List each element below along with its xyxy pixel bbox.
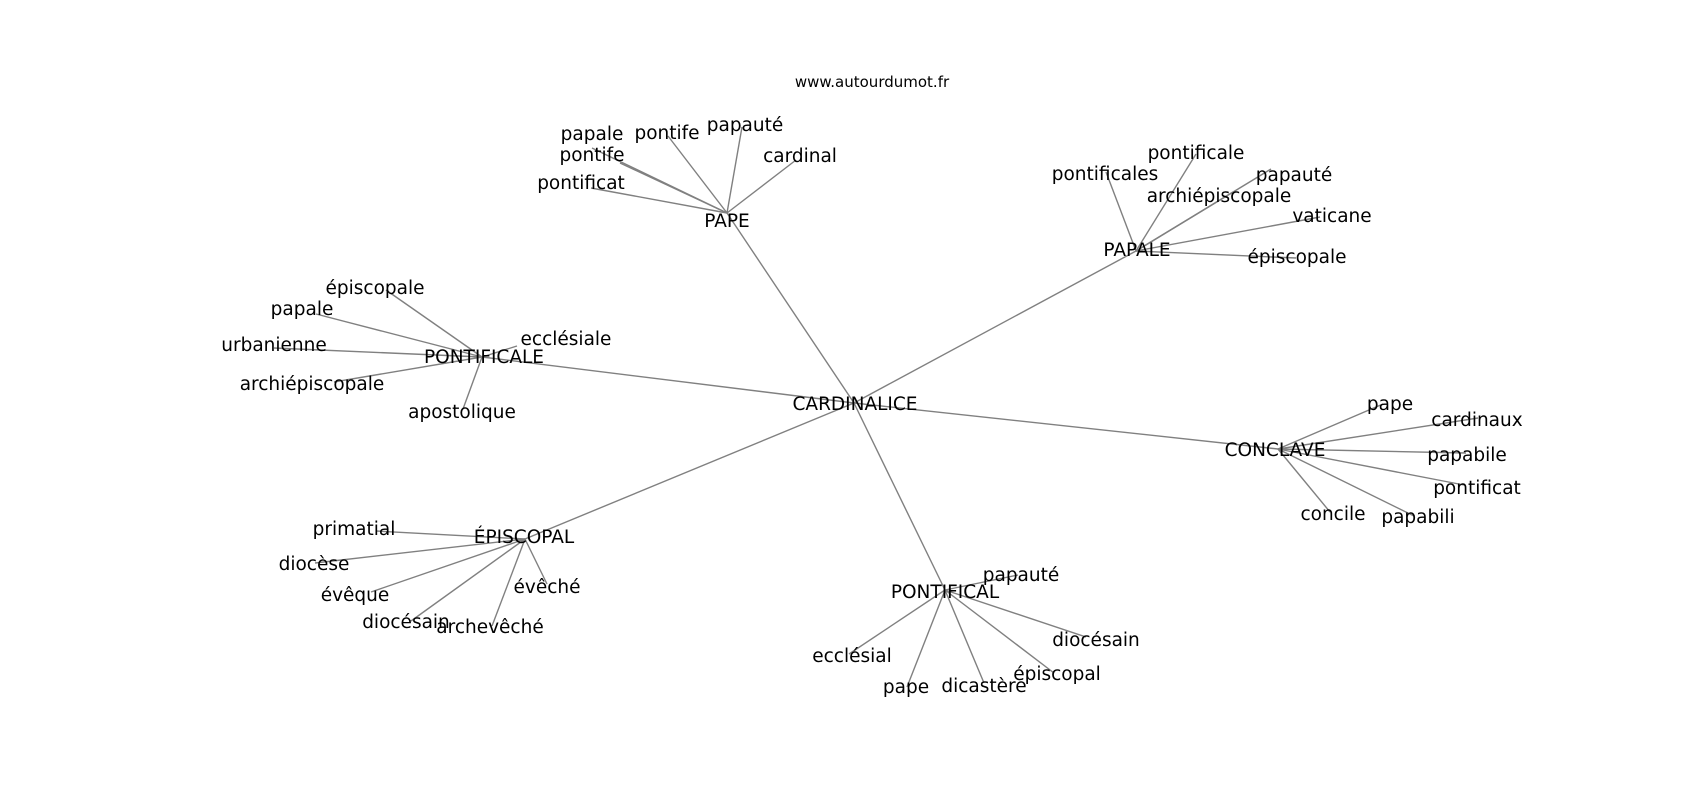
leaf-node-label[interactable]: pontife (559, 145, 624, 166)
leaf-node-label[interactable]: pape (1367, 394, 1413, 415)
leaf-node-label[interactable]: ecclésial (812, 646, 892, 667)
edge-pontificale-leaf (273, 347, 483, 358)
edge-papale-leaf (1135, 250, 1297, 259)
leaf-node-label[interactable]: papauté (707, 115, 784, 136)
leaf-node-label[interactable]: concile (1300, 504, 1365, 525)
leaf-node-label[interactable]: pontife (634, 123, 699, 144)
leaf-node-label[interactable]: épiscopale (1248, 247, 1347, 268)
edge-conclave-leaf (1277, 448, 1331, 513)
leaf-node-label[interactable]: épiscopal (1013, 664, 1101, 685)
leaf-node-label[interactable]: pape (883, 677, 929, 698)
edge-conclave-leaf (1277, 448, 1415, 517)
leaf-node-label[interactable]: vaticane (1292, 206, 1371, 227)
edge-episcopal-leaf (524, 538, 548, 585)
hub-node-pape[interactable]: PAPE (704, 211, 749, 232)
leaf-node-label[interactable]: pontificat (1433, 478, 1521, 499)
leaf-node-label[interactable]: pontificale (1148, 143, 1245, 164)
edge-pape-leaf (619, 162, 728, 214)
leaf-node-label[interactable]: cardinal (763, 146, 837, 167)
leaf-node-label[interactable]: diocésain (1052, 630, 1140, 651)
leaf-node-label[interactable]: papauté (983, 565, 1060, 586)
leaf-node-label[interactable]: archevêché (436, 617, 543, 638)
edge-center-episcopal (524, 402, 855, 540)
edge-pontifical-leaf (848, 589, 946, 655)
edge-pontificale-leaf (315, 313, 483, 358)
edge-episcopal-leaf (410, 538, 526, 622)
leaf-node-label[interactable]: diocésain (362, 612, 450, 633)
leaf-node-label[interactable]: papale (561, 124, 624, 145)
edge-pontifical-leaf (906, 589, 946, 688)
edge-center-pontifical (853, 402, 946, 591)
edge-papale-leaf (1135, 216, 1321, 252)
edge-episcopal-leaf (370, 538, 526, 593)
leaf-node-label[interactable]: dicastère (941, 676, 1026, 697)
edge-episcopal-leaf (491, 538, 526, 627)
leaf-node-label[interactable]: apostolique (408, 402, 516, 423)
edge-conclave-leaf (1277, 448, 1467, 454)
edge-conclave-leaf (1277, 403, 1384, 450)
site-url[interactable]: www.autourdumot.fr (795, 73, 950, 91)
leaf-node-label[interactable]: papauté (1256, 165, 1333, 186)
edge-episcopal-leaf (375, 530, 526, 540)
edge-center-pape (726, 212, 855, 404)
edge-pontifical-leaf (944, 589, 985, 684)
hub-node-papale[interactable]: PAPALE (1103, 240, 1170, 261)
edge-papale-leaf (1135, 191, 1234, 252)
edge-episcopal-leaf (314, 538, 526, 564)
hub-node-pontificale[interactable]: PONTIFICALE (424, 347, 544, 368)
edge-conclave-leaf (1277, 417, 1479, 450)
graph-edges (273, 126, 1479, 688)
leaf-node-label[interactable]: archiépiscopale (240, 374, 385, 395)
edge-papale-leaf (1105, 171, 1137, 252)
edge-pape-leaf (667, 135, 728, 214)
edge-pape-leaf (726, 126, 743, 214)
edge-pape-leaf (590, 187, 728, 214)
leaf-node-label[interactable]: papabili (1381, 507, 1454, 528)
hub-node-conclave[interactable]: CONCLAVE (1225, 440, 1326, 461)
edge-pape-leaf (726, 159, 797, 214)
hub-node-pontifical[interactable]: PONTIFICAL (891, 582, 1000, 603)
leaf-node-label[interactable]: primatial (313, 519, 396, 540)
leaf-node-label[interactable]: papale (271, 299, 334, 320)
edge-conclave-leaf (1277, 448, 1465, 486)
edge-papale-leaf (1135, 153, 1197, 252)
center-node-label[interactable]: CARDINALICE (793, 394, 918, 415)
edge-center-pontificale (481, 356, 855, 404)
edge-pontifical-leaf (944, 589, 1055, 674)
edge-pontificale-leaf (481, 345, 518, 358)
leaf-node-label[interactable]: évêché (514, 577, 581, 598)
leaf-node-label[interactable]: épiscopale (326, 278, 425, 299)
edge-pontifical-leaf (944, 574, 1019, 591)
edge-pontifical-leaf (944, 589, 1087, 638)
leaf-node-label[interactable]: évêque (321, 585, 390, 606)
hub-node-episcopal[interactable]: ÉPISCOPAL (474, 526, 575, 548)
leaf-node-label[interactable]: urbanienne (221, 335, 327, 356)
leaf-node-label[interactable]: pontificales (1052, 164, 1159, 185)
edge-pontificale-leaf (385, 289, 483, 358)
edge-center-conclave (853, 402, 1279, 450)
edge-center-papale (853, 250, 1137, 404)
leaf-node-label[interactable]: papabile (1427, 445, 1507, 466)
leaf-node-label[interactable]: ecclésiale (521, 329, 612, 350)
leaf-node-label[interactable]: diocèse (279, 554, 350, 575)
leaf-node-label[interactable]: pontificat (537, 173, 625, 194)
leaf-node-label[interactable]: archiépiscopale (1147, 186, 1292, 207)
leaf-node-label[interactable]: cardinaux (1431, 410, 1522, 431)
edge-pontificale-leaf (333, 356, 483, 383)
edge-pontificale-leaf (462, 356, 483, 410)
